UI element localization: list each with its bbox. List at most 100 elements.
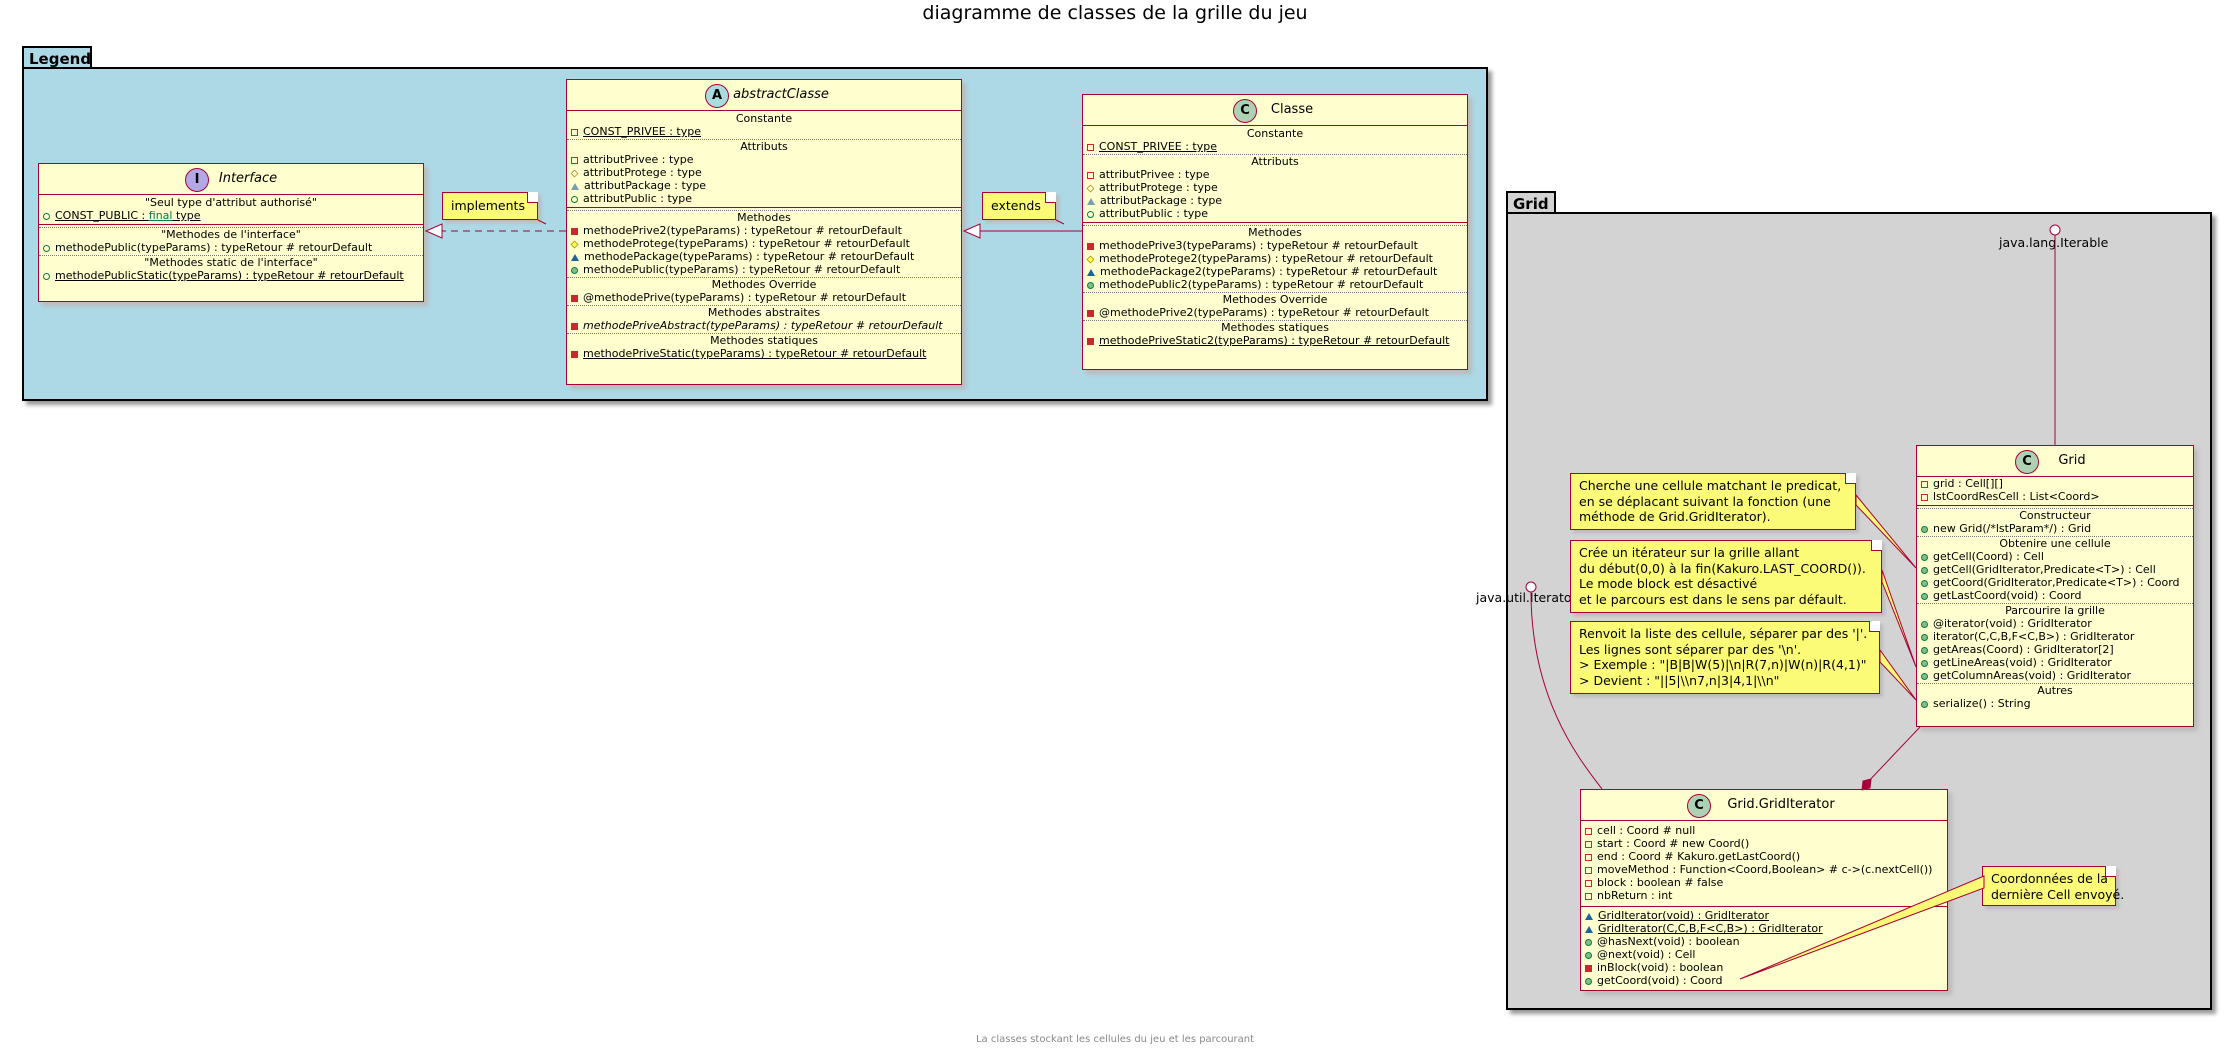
member-row: methodePublic(typeParams) : typeRetour #…	[567, 263, 961, 276]
section-label: Attributs	[1083, 154, 1467, 168]
implements-note: implements	[442, 192, 538, 220]
class-name: abstractClasse	[733, 87, 829, 102]
member-row: getCell(Coord) : Cell	[1917, 550, 2193, 563]
member-row: attributPrivee : type	[567, 153, 961, 166]
diagram-title: diagramme de classes de la grille du jeu	[922, 2, 1308, 24]
iterable-lollipop	[2049, 224, 2061, 236]
private-method-icon	[571, 350, 578, 358]
section-label: Constructeur	[1917, 508, 2193, 522]
private-icon	[1087, 171, 1094, 179]
public-icon	[1087, 210, 1094, 218]
package-method-icon	[1087, 268, 1095, 276]
private-icon	[1087, 143, 1094, 151]
class-name: Classe	[1270, 102, 1314, 117]
private-icon	[1585, 892, 1592, 900]
iterator-lollipop	[1525, 581, 1537, 593]
note-getcell-predicate: Cherche une cellule matchant le predicat…	[1570, 473, 1856, 530]
public-method-icon	[1921, 579, 1928, 587]
private-method-icon	[1585, 964, 1592, 972]
concrete-class[interactable]: C Classe Constante CONST_PRIVEE : type A…	[1082, 94, 1468, 370]
section-label: Constante	[1246, 127, 1304, 140]
section-label: Attributs	[567, 139, 961, 153]
member-row: block : boolean # false	[1581, 876, 1947, 889]
section-label: Methodes statiques	[567, 333, 961, 347]
member-row: getCoord(GridIterator,Predicate<T>) : Co…	[1917, 576, 2193, 589]
member-row: @methodePrive2(typeParams) : typeRetour …	[1083, 306, 1467, 319]
package-method-icon	[1585, 925, 1593, 933]
grid-package-tab: Grid	[1506, 191, 1556, 213]
generalization-arrowhead	[962, 223, 981, 239]
public-method-icon	[1921, 553, 1928, 561]
member-row: methodePriveStatic(typeParams) : typeRet…	[567, 347, 961, 360]
member-row: methodePublic(typeParams) : typeRetour #…	[39, 241, 423, 254]
diagram-caption: La classes stockant les cellules du jeu …	[975, 1034, 1255, 1045]
member-row: iterator(C,C,B,F<C,B>) : GridIterator	[1917, 630, 2193, 643]
member-row: new Grid(/*lstParam*/) : Grid	[1917, 522, 2193, 535]
public-icon	[43, 244, 50, 252]
iterator-interface-label: java.util.Iterator	[1476, 590, 1577, 605]
iterable-interface-label: java.lang.Iterable	[1999, 235, 2109, 250]
class-name: Grid	[2058, 453, 2086, 468]
member-row: attributPackage : type	[1083, 194, 1467, 207]
section-label: Parcourire la grille	[1917, 603, 2193, 617]
package-icon	[1087, 197, 1095, 205]
member-row: end : Coord # Kakuro.getLastCoord()	[1581, 850, 1947, 863]
member-row: methodePrive2(typeParams) : typeRetour #…	[567, 224, 961, 237]
abstract-stereotype-icon: A	[705, 84, 729, 108]
private-method-icon	[1087, 309, 1094, 317]
member-row: attributPackage : type	[567, 179, 961, 192]
public-method-icon	[1585, 938, 1592, 946]
public-method-icon	[1921, 525, 1928, 533]
public-method-icon	[1585, 951, 1592, 959]
package-icon	[571, 182, 579, 190]
member-row: GridIterator(void) : GridIterator	[1581, 909, 1947, 922]
member-row: @iterator(void) : GridIterator	[1917, 617, 2193, 630]
section-label: Methodes abstraites	[567, 305, 961, 319]
public-method-icon	[1087, 281, 1094, 289]
private-icon	[1585, 879, 1592, 887]
public-method-icon	[1921, 633, 1928, 641]
member-row: lstCoordResCell : List<Coord>	[1917, 490, 2193, 503]
section-label: "Seul type d'attribut authorisé"	[145, 196, 317, 209]
section-label: "Methodes de l'interface"	[39, 227, 423, 241]
abstract-class[interactable]: A abstractClasse Constante CONST_PRIVEE …	[566, 79, 962, 385]
section-label: Constante	[735, 112, 793, 125]
member-row: methodeProtege2(typeParams) : typeRetour…	[1083, 252, 1467, 265]
grid-iterator-class[interactable]: C Grid.GridIterator cell : Coord # null …	[1580, 789, 1948, 991]
package-method-icon	[571, 253, 579, 261]
interface-class[interactable]: I Interface "Seul type d'attribut author…	[38, 163, 424, 302]
private-method-icon	[1087, 337, 1094, 345]
member-row: @hasNext(void) : boolean	[1581, 935, 1947, 948]
extends-note: extends	[982, 192, 1056, 220]
member-row: @next(void) : Cell	[1581, 948, 1947, 961]
private-method-icon	[1087, 242, 1094, 250]
member-row: attributPrivee : type	[1083, 168, 1467, 181]
grid-class[interactable]: C Grid grid : Cell[][] lstCoordResCell :…	[1916, 445, 2194, 727]
member-row: methodePublic2(typeParams) : typeRetour …	[1083, 278, 1467, 291]
private-method-icon	[571, 227, 578, 235]
class-stereotype-icon: C	[1687, 794, 1711, 818]
member-row: methodePackage2(typeParams) : typeRetour…	[1083, 265, 1467, 278]
private-icon	[1921, 493, 1928, 501]
member-row: attributProtege : type	[567, 166, 961, 179]
section-label: Methodes Override	[567, 277, 961, 291]
legend-package-tab: Legend	[22, 46, 92, 68]
class-name: Grid.GridIterator	[1727, 797, 1835, 812]
section-label: Methodes	[567, 210, 961, 224]
member-row: start : Coord # new Coord()	[1581, 837, 1947, 850]
class-stereotype-icon: C	[1233, 99, 1257, 123]
public-method-icon	[1921, 646, 1928, 654]
member-row: getLineAreas(void) : GridIterator	[1917, 656, 2193, 669]
member-row: CONST_PRIVEE : type	[567, 125, 961, 138]
private-icon	[1585, 866, 1592, 874]
member-row: attributProtege : type	[1083, 181, 1467, 194]
public-method-icon	[1921, 592, 1928, 600]
public-method-icon	[1921, 659, 1928, 667]
private-icon	[571, 156, 578, 164]
section-label: Methodes statiques	[1083, 320, 1467, 334]
member-row: inBlock(void) : boolean	[1581, 961, 1947, 974]
package-method-icon	[1585, 912, 1593, 920]
section-label: Methodes	[1083, 225, 1467, 239]
